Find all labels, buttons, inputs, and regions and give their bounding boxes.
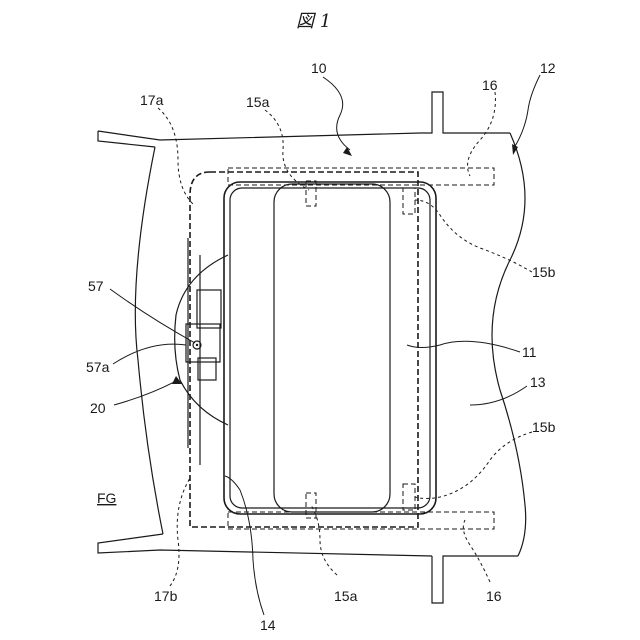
label-15a-top: 15a: [246, 94, 270, 110]
label-11: 11: [522, 344, 537, 360]
label-16-bottom: 16: [486, 588, 502, 604]
clip-15b-bottom: [403, 484, 415, 510]
label-12: 12: [540, 60, 556, 76]
label-57a: 57a: [86, 359, 110, 375]
label-20: 20: [90, 400, 106, 416]
panel-14-inner: [230, 188, 430, 508]
label-10: 10: [311, 60, 327, 76]
label-57: 57: [88, 278, 104, 294]
label-15a-bottom: 15a: [334, 588, 358, 604]
label-13: 13: [530, 374, 546, 390]
label-15b-bottom: 15b: [532, 419, 556, 435]
label-17a: 17a: [140, 92, 164, 108]
label-17b: 17b: [154, 588, 178, 604]
label-16-top: 16: [482, 77, 498, 93]
inner-lens: [274, 184, 390, 512]
latch-57: [186, 290, 221, 380]
clip-15b-top: [403, 188, 415, 214]
panel-11-outer: [224, 182, 436, 514]
figure-title: 図 1: [296, 11, 331, 32]
label-15b-top: 15b: [532, 264, 556, 280]
label-14: 14: [260, 617, 276, 633]
label-FG: FG: [97, 490, 116, 506]
